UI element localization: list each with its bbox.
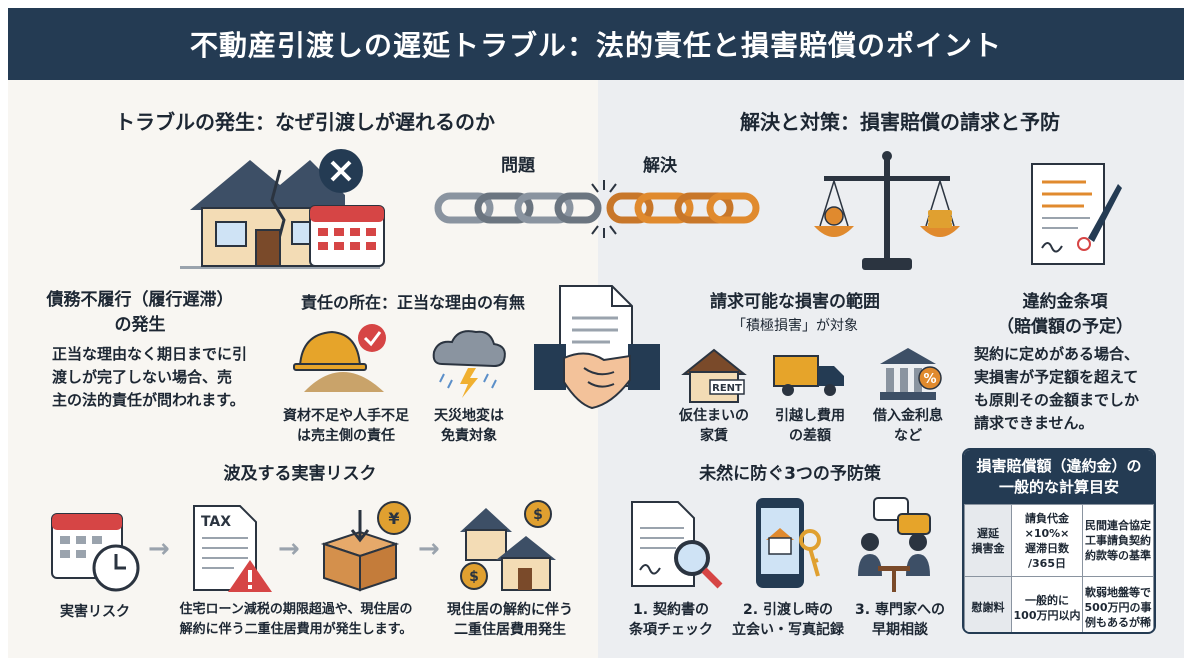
scales-icon xyxy=(814,151,960,270)
box-yen-icon: ¥ xyxy=(320,501,411,592)
prevention-item-3-line2: 早期相談 xyxy=(872,622,928,638)
risk-step2-caption-line2: 解約に伴う二重住居費用が発生します。 xyxy=(179,622,413,637)
damage-item-3-line1: 借入金利息 xyxy=(873,408,943,424)
row-delay-formula: 請負代金×10%×遅滞日数/365日 xyxy=(1011,504,1083,577)
prevention-item-2-line1: 2. 引渡し時の xyxy=(743,602,833,618)
risk-step1-caption: 実害リスク xyxy=(60,604,130,620)
default-body-line2: 渡しが完了しない場合、売 xyxy=(52,368,233,386)
helmet-icon xyxy=(293,324,386,392)
right-heading: 解決と対策：損害賠償の請求と予防 xyxy=(740,110,1060,134)
damages-subtitle: 「積極損害」が対象 xyxy=(732,318,858,334)
contract-icon xyxy=(1031,163,1122,265)
arrow-icon: → xyxy=(148,534,170,564)
calculation-table: 遅延損害金 請負代金×10%×遅滞日数/365日 民間連合協定工事請負契約約款等… xyxy=(964,504,1154,632)
magnifier-document-icon xyxy=(631,501,723,589)
tax-label: TAX xyxy=(201,514,231,530)
dollar-label-1: $ xyxy=(533,507,543,523)
disaster-caption-line1: 天災地変は xyxy=(434,408,504,424)
rent-house-icon: RENT xyxy=(681,348,747,403)
penalty-title-line1: 違約金条項 xyxy=(1022,292,1108,312)
damage-item-1-line2: 家賃 xyxy=(700,428,728,444)
disaster-caption-line2: 免責対象 xyxy=(441,428,497,444)
page-title: 不動産引渡しの遅延トラブル：法的責任と損害賠償のポイント xyxy=(8,8,1184,80)
seller-caption-line2: は売主側の責任 xyxy=(297,428,395,444)
penalty-body-line4: 請求できません。 xyxy=(974,414,1094,432)
damage-item-3-line2: など xyxy=(894,428,922,444)
two-houses-icon: $ $ xyxy=(460,500,556,591)
risk-step4-caption-line1: 現住居の解約に伴う xyxy=(447,602,573,618)
prevention-item-1-line1: 1. 契約書の xyxy=(633,602,709,618)
seller-caption-line1: 資材不足や人手不足 xyxy=(283,408,409,424)
row-label-delay: 遅延損害金 xyxy=(964,504,1012,577)
default-body-line1: 正当な理由なく期日までに引 xyxy=(52,345,248,363)
smartphone-photo-icon xyxy=(756,498,821,588)
damage-item-2-line1: 引越し費用 xyxy=(775,408,845,424)
tax-document-icon: TAX xyxy=(193,505,272,592)
chain-problem-label: 問題 xyxy=(501,156,535,176)
calendar-icon xyxy=(309,205,385,267)
chain-solution-label: 解決 xyxy=(643,156,677,176)
penalty-title-line2: （賠償額の予定） xyxy=(997,317,1133,337)
handshake-icon xyxy=(534,285,660,410)
risk-step4-caption-line2: 二重住居費用発生 xyxy=(454,622,566,638)
prevention-item-2-line2: 立会い・写真記録 xyxy=(732,622,844,638)
truck-icon xyxy=(773,355,844,396)
calendar-clock-icon xyxy=(51,513,140,592)
risk-step2-caption-line1: 住宅ローン減税の期限超過や、現住居の xyxy=(179,602,413,617)
bank-icon: % xyxy=(880,348,942,400)
arrow-icon: → xyxy=(418,534,440,564)
penalty-body-line2: 実損害が予定額を超えて xyxy=(974,368,1139,386)
risk-heading: 波及する実害リスク xyxy=(223,464,377,484)
prevention-item-3-line1: 3. 専門家への xyxy=(855,602,945,618)
calculation-heading-line1: 損害賠償額（違約金）の xyxy=(976,457,1142,475)
rent-label: RENT xyxy=(712,383,742,394)
damage-item-2-line2: の差額 xyxy=(789,428,831,444)
table-row: 遅延損害金 請負代金×10%×遅滞日数/365日 民間連合協定工事請負契約約款等… xyxy=(964,504,1154,577)
calculation-heading-line2: 一般的な計算目安 xyxy=(998,478,1119,496)
default-body-line3: 主の法的責任が問われます。 xyxy=(52,391,245,409)
dollar-label-2: $ xyxy=(469,569,479,585)
cross-icon xyxy=(319,149,363,193)
yen-label: ¥ xyxy=(388,509,399,528)
row-delay-basis: 民間連合協定工事請負契約約款等の基準 xyxy=(1082,504,1154,577)
consultation-icon xyxy=(858,497,931,592)
penalty-body-line1: 契約に定めがある場合、 xyxy=(974,345,1140,363)
storm-cloud-icon xyxy=(432,330,506,398)
percent-label: % xyxy=(923,372,936,387)
row-label-consolation: 慰謝料 xyxy=(964,576,1012,632)
penalty-body-line3: も原則その金額までしか xyxy=(974,391,1140,409)
calculation-box: 損害賠償額（違約金）の 一般的な計算目安 遅延損害金 請負代金×10%×遅滞日数… xyxy=(962,448,1156,634)
calculation-heading: 損害賠償額（違約金）の 一般的な計算目安 xyxy=(964,450,1154,504)
arrow-icon: → xyxy=(278,534,300,564)
default-title-line1: 債務不履行（履行遅滞） xyxy=(46,290,234,310)
responsibility-title: 責任の所在：正当な理由の有無 xyxy=(300,293,525,312)
damage-item-1-line1: 仮住まいの xyxy=(679,408,749,424)
damages-title: 請求可能な損害の範囲 xyxy=(710,292,880,312)
left-heading: トラブルの発生：なぜ引渡しが遅れるのか xyxy=(115,110,495,134)
prevention-heading: 未然に防ぐ3つの予防策 xyxy=(699,464,881,484)
default-title-line2: の発生 xyxy=(114,315,166,335)
broken-chain-icon xyxy=(434,180,760,238)
prevention-item-1-line2: 条項チェック xyxy=(629,622,713,638)
